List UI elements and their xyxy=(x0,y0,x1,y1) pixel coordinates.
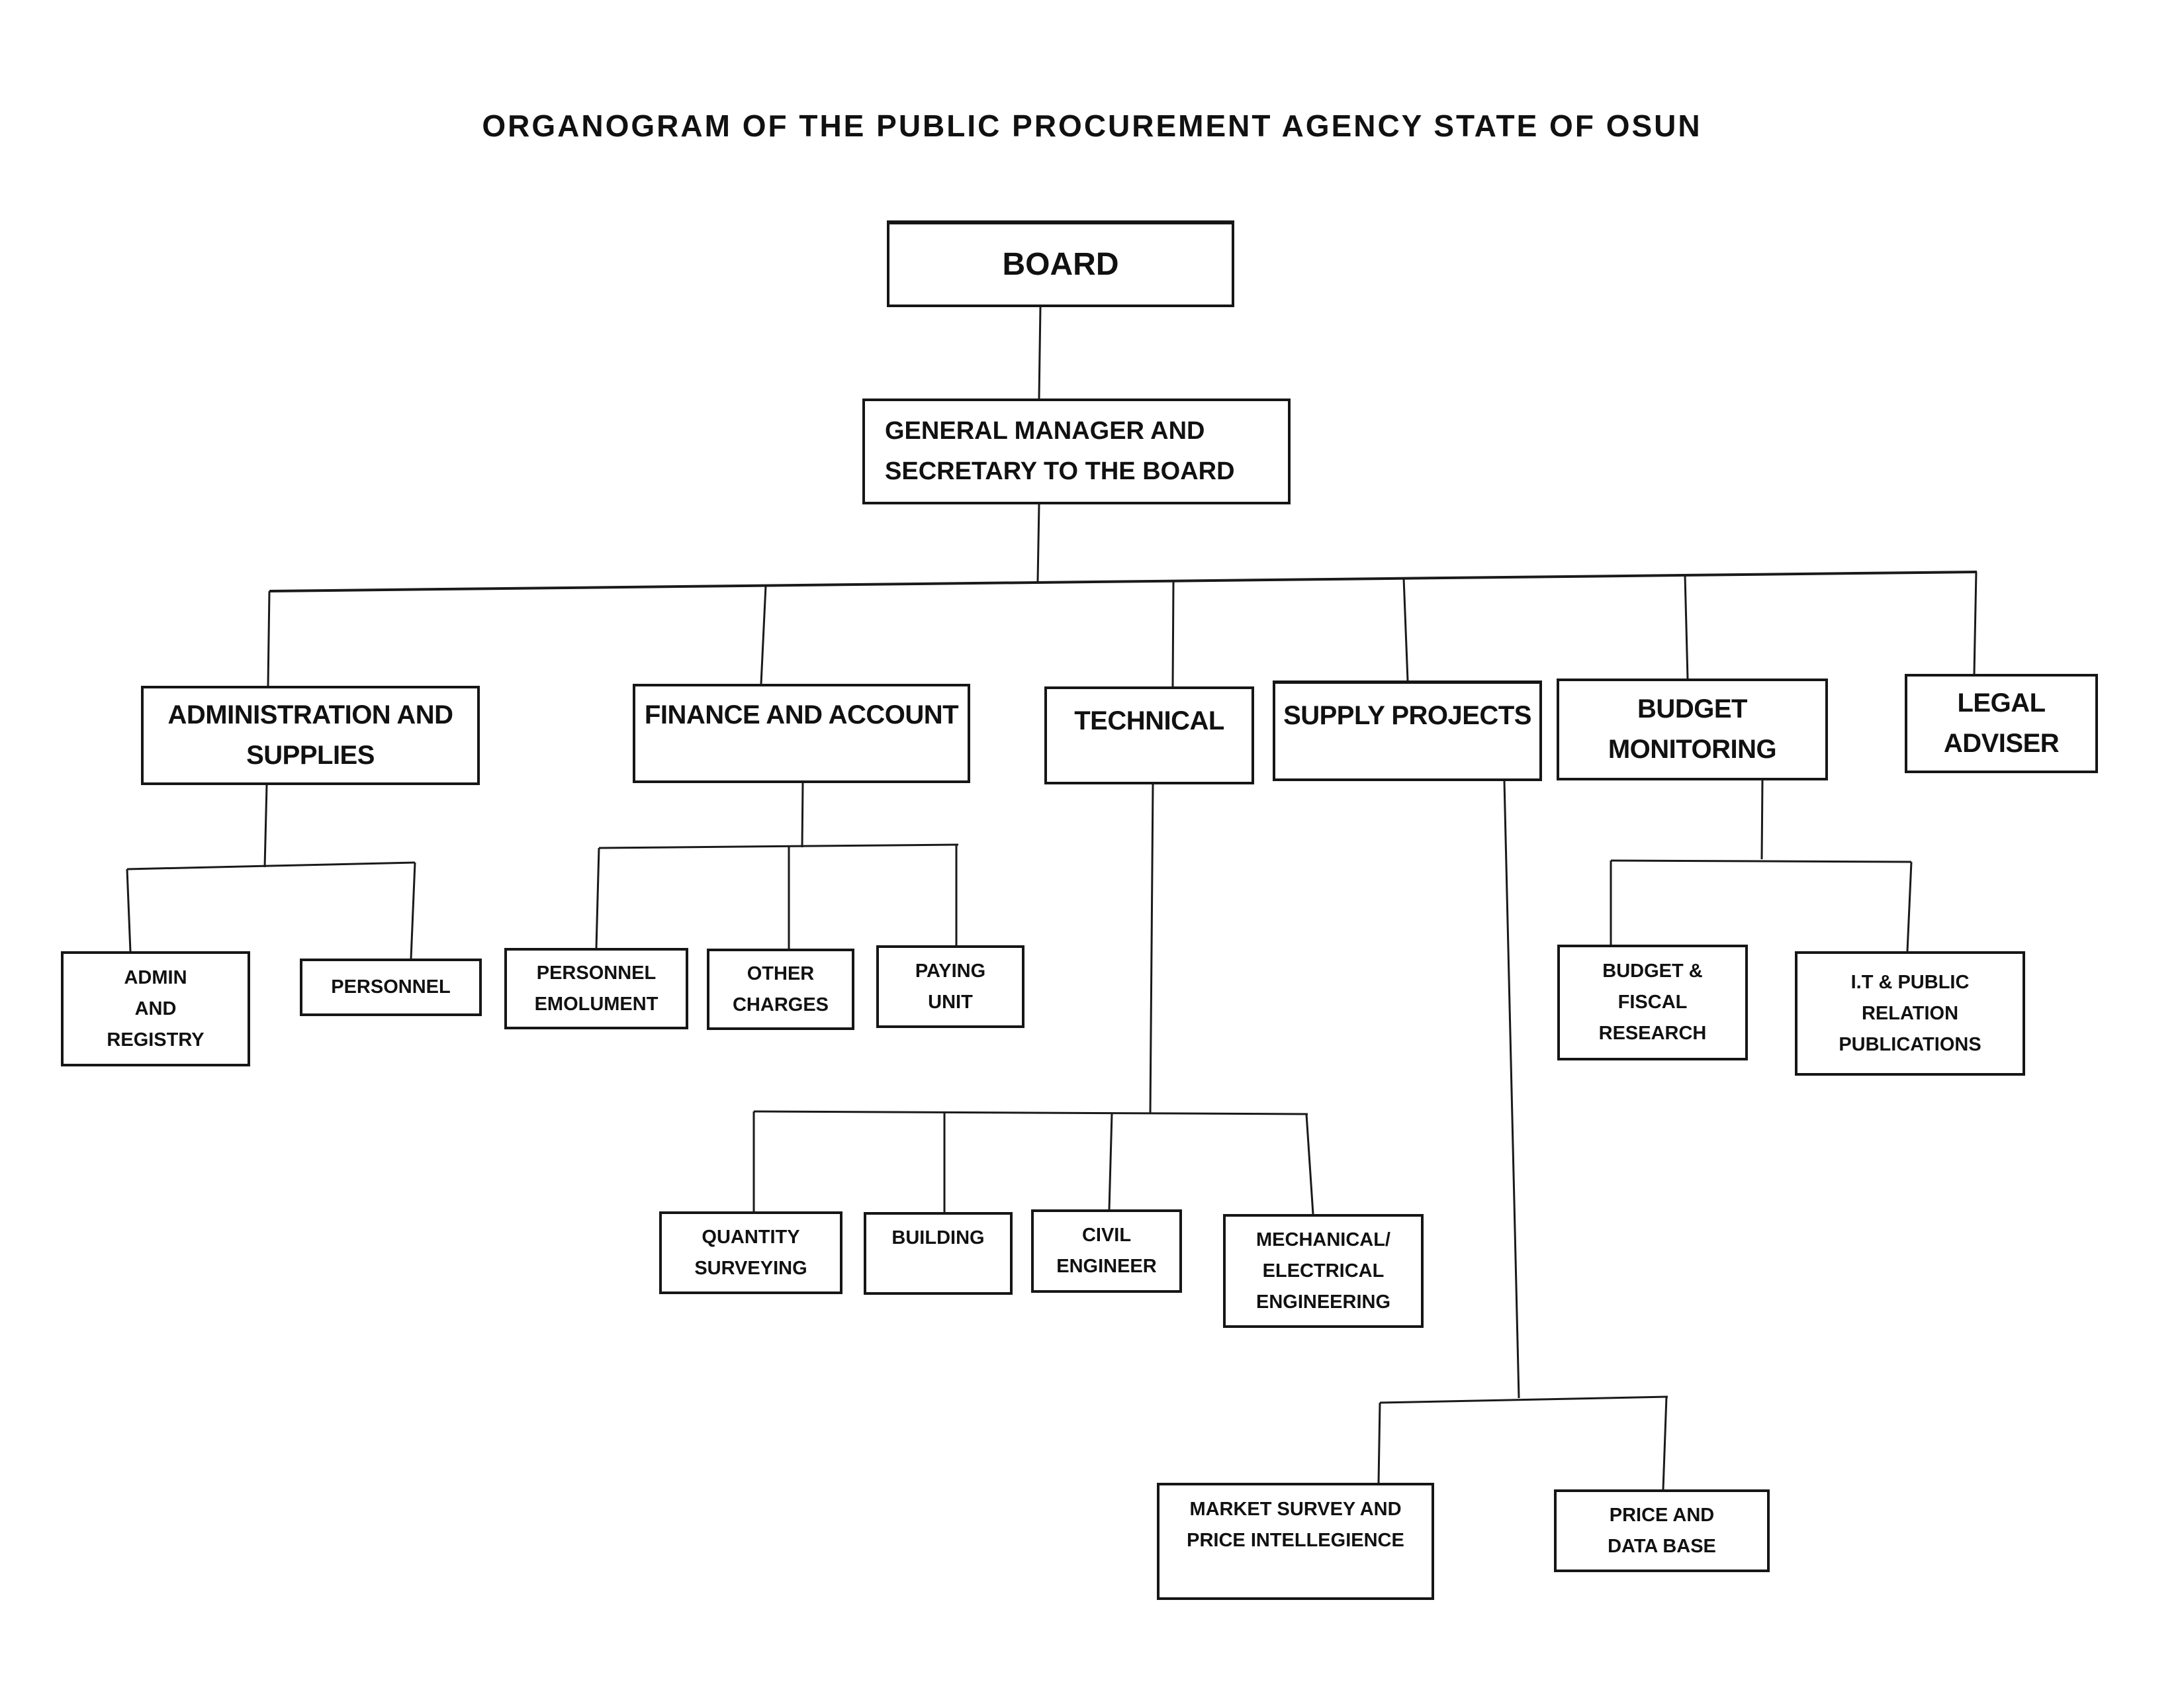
connector-finance-emolument xyxy=(595,847,600,949)
org-box-general-manager: GENERAL MANAGER AND SECRETARY TO THE BOA… xyxy=(862,399,1291,504)
org-box-budget-fiscal-research: BUDGET & FISCAL RESEARCH xyxy=(1557,945,1748,1060)
org-box-price-db-line2: DATA BASE xyxy=(1608,1535,1716,1557)
connector-supply-pricedb xyxy=(1662,1396,1668,1490)
org-box-board: BOARD xyxy=(887,220,1234,307)
org-box-bfr-line3: RESEARCH xyxy=(1598,1023,1707,1044)
org-box-other-charges-line1: OTHER xyxy=(747,962,815,984)
connector-admin-registry xyxy=(126,868,132,952)
org-box-it-public-relation: I.T & PUBLIC RELATION PUBLICATIONS xyxy=(1795,951,2025,1076)
org-box-administration-line1: ADMINISTRATION AND xyxy=(167,700,453,729)
org-box-paying-unit-line2: UNIT xyxy=(928,991,973,1013)
org-box-general-manager-line1: GENERAL MANAGER AND xyxy=(885,417,1205,445)
connector-technical-civil xyxy=(1108,1113,1113,1210)
org-box-quantity-surveying: QUANTITY SURVEYING xyxy=(659,1211,842,1294)
org-box-technical-label: TECHNICAL xyxy=(1074,706,1224,735)
org-box-finance-account: FINANCE AND ACCOUNT xyxy=(633,684,970,783)
org-box-board-label: BOARD xyxy=(1002,246,1119,282)
org-box-admin-registry-line1: ADMIN xyxy=(124,966,187,988)
connector-supply-market xyxy=(1377,1402,1381,1483)
org-box-legal-line2: ADVISER xyxy=(1943,729,2060,758)
org-box-administration-supplies: ADMINISTRATION AND SUPPLIES xyxy=(141,686,480,785)
org-box-quantity-line1: QUANTITY xyxy=(702,1226,800,1248)
connector-admin-down xyxy=(263,784,268,868)
org-box-legal-line1: LEGAL xyxy=(1957,688,2046,718)
org-box-mech-line3: ENGINEERING xyxy=(1255,1291,1391,1313)
connector-supply-childbus xyxy=(1379,1395,1668,1404)
org-box-budget-monitoring: BUDGET MONITORING xyxy=(1557,679,1828,780)
connector-bus-finance xyxy=(760,585,767,684)
org-box-other-charges: OTHER CHARGES xyxy=(707,949,854,1030)
connector-gm-mainbus xyxy=(1036,504,1040,582)
connector-bus-supply xyxy=(1402,578,1409,681)
connector-bus-budget xyxy=(1684,575,1689,679)
org-box-paying-unit-line1: PAYING xyxy=(915,960,986,982)
org-box-admin-registry-line3: REGISTRY xyxy=(107,1029,205,1051)
org-box-price-db-line1: PRICE AND xyxy=(1609,1504,1715,1526)
org-box-budget-line2: MONITORING xyxy=(1608,735,1777,764)
org-box-building: BUILDING xyxy=(864,1212,1013,1295)
org-box-administration-line2: SUPPLIES xyxy=(246,741,375,770)
connector-bus-admin xyxy=(267,590,271,686)
org-box-bfr-line2: FISCAL xyxy=(1617,992,1688,1013)
connector-main-bus xyxy=(269,571,1978,592)
org-box-admin-registry: ADMIN AND REGISTRY xyxy=(61,951,250,1066)
connector-technical-childbus xyxy=(753,1110,1308,1115)
org-box-itpub-line1: I.T & PUBLIC xyxy=(1850,971,1970,993)
connector-bus-legal xyxy=(1973,571,1978,675)
org-box-general-manager-line2: SECRETARY TO THE BOARD xyxy=(885,457,1235,485)
org-box-legal-adviser: LEGAL ADVISER xyxy=(1905,674,2098,773)
org-box-supply-label: SUPPLY PROJECTS xyxy=(1283,701,1531,730)
org-box-supply-projects: SUPPLY PROJECTS xyxy=(1273,680,1542,781)
connector-supply-down xyxy=(1503,780,1520,1399)
connector-technical-down xyxy=(1149,784,1154,1115)
org-box-itpub-line3: PUBLICATIONS xyxy=(1839,1033,1981,1055)
org-box-civil-line2: ENGINEER xyxy=(1056,1256,1157,1277)
org-box-market-line1: MARKET SURVEY AND xyxy=(1189,1499,1402,1520)
connector-budget-childbus xyxy=(1610,859,1912,863)
org-box-personnel-label: PERSONNEL xyxy=(331,976,451,998)
org-box-market-survey: MARKET SURVEY AND PRICE INTELLEGIENCE xyxy=(1157,1483,1434,1600)
org-box-other-charges-line2: CHARGES xyxy=(732,994,829,1015)
connector-budget-itpub xyxy=(1906,861,1913,952)
connector-finance-down xyxy=(801,782,804,848)
org-box-personnel-emolument: PERSONNEL EMOLUMENT xyxy=(504,948,688,1029)
page-title: ORGANOGRAM OF THE PUBLIC PROCUREMENT AGE… xyxy=(482,109,1702,143)
connector-admin-childbus xyxy=(126,861,416,870)
org-box-price-database: PRICE AND DATA BASE xyxy=(1554,1489,1770,1572)
org-box-itpub-line2: RELATION xyxy=(1861,1002,1959,1024)
connector-technical-mech xyxy=(1305,1113,1314,1215)
connector-board-gm xyxy=(1038,306,1042,399)
org-box-personnel: PERSONNEL xyxy=(300,959,482,1016)
org-box-mech-line1: MECHANICAL/ xyxy=(1256,1229,1390,1250)
org-box-civil-engineer: CIVIL ENGINEER xyxy=(1031,1209,1182,1293)
org-box-budget-line1: BUDGET xyxy=(1637,694,1747,724)
connector-finance-childbus xyxy=(598,843,959,849)
org-box-quantity-line2: SURVEYING xyxy=(694,1257,807,1279)
org-box-personnel-emolument-line2: EMOLUMENT xyxy=(534,993,659,1015)
org-box-mechanical-electrical: MECHANICAL/ ELECTRICAL ENGINEERING xyxy=(1223,1214,1424,1328)
org-box-paying-unit: PAYING UNIT xyxy=(876,945,1024,1028)
org-box-bfr-line1: BUDGET & xyxy=(1602,961,1703,982)
org-box-market-line2: PRICE INTELLEGIENCE xyxy=(1187,1530,1404,1551)
org-box-mech-line2: ELECTRICAL xyxy=(1262,1260,1385,1282)
org-box-finance-label: FINANCE AND ACCOUNT xyxy=(644,700,959,729)
org-box-personnel-emolument-line1: PERSONNEL xyxy=(536,962,657,984)
org-box-technical: TECHNICAL xyxy=(1044,686,1254,784)
org-box-building-label: BUILDING xyxy=(891,1227,985,1248)
connector-admin-personnel xyxy=(410,862,416,959)
org-box-civil-line1: CIVIL xyxy=(1081,1225,1132,1246)
org-box-admin-registry-line2: AND xyxy=(134,998,177,1019)
